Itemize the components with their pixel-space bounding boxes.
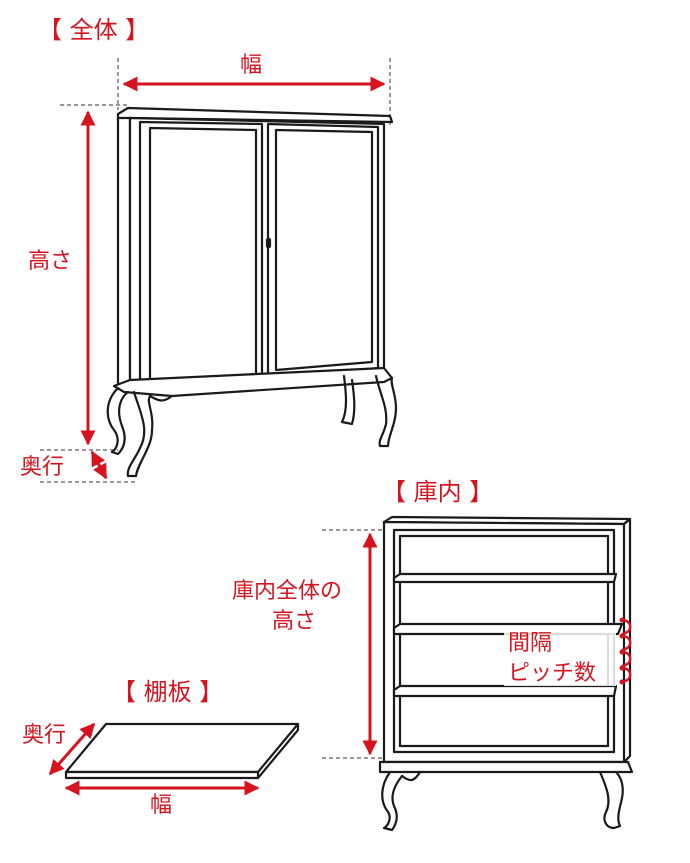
interior-height-label-line1: 庫内全体の [232, 579, 342, 604]
whole-depth-arrow [90, 450, 108, 480]
shelf-depth-arrow [48, 722, 96, 776]
shelf-depth-label: 奥行 [22, 723, 66, 748]
shelf-board-drawing [64, 722, 300, 780]
pitch-label-line1: 間隔 [508, 631, 552, 656]
interior-guides [322, 529, 384, 759]
shelf-width-label: 幅 [150, 793, 172, 818]
whole-width-label: 幅 [240, 53, 262, 78]
cabinet-drawing [106, 106, 398, 478]
shelf-title: 【 棚板 】 [112, 678, 223, 706]
pitch-label-line2: ピッチ数 [508, 661, 596, 686]
interior-title: 【 庫内 】 [382, 478, 493, 506]
interior-height-label-line2: 高さ [272, 609, 316, 634]
shelf-pitch-indicator [619, 617, 632, 685]
whole-depth-label: 奥行 [20, 455, 64, 480]
whole-title: 【 全体 】 [38, 16, 149, 44]
whole-height-label: 高さ [28, 249, 72, 274]
